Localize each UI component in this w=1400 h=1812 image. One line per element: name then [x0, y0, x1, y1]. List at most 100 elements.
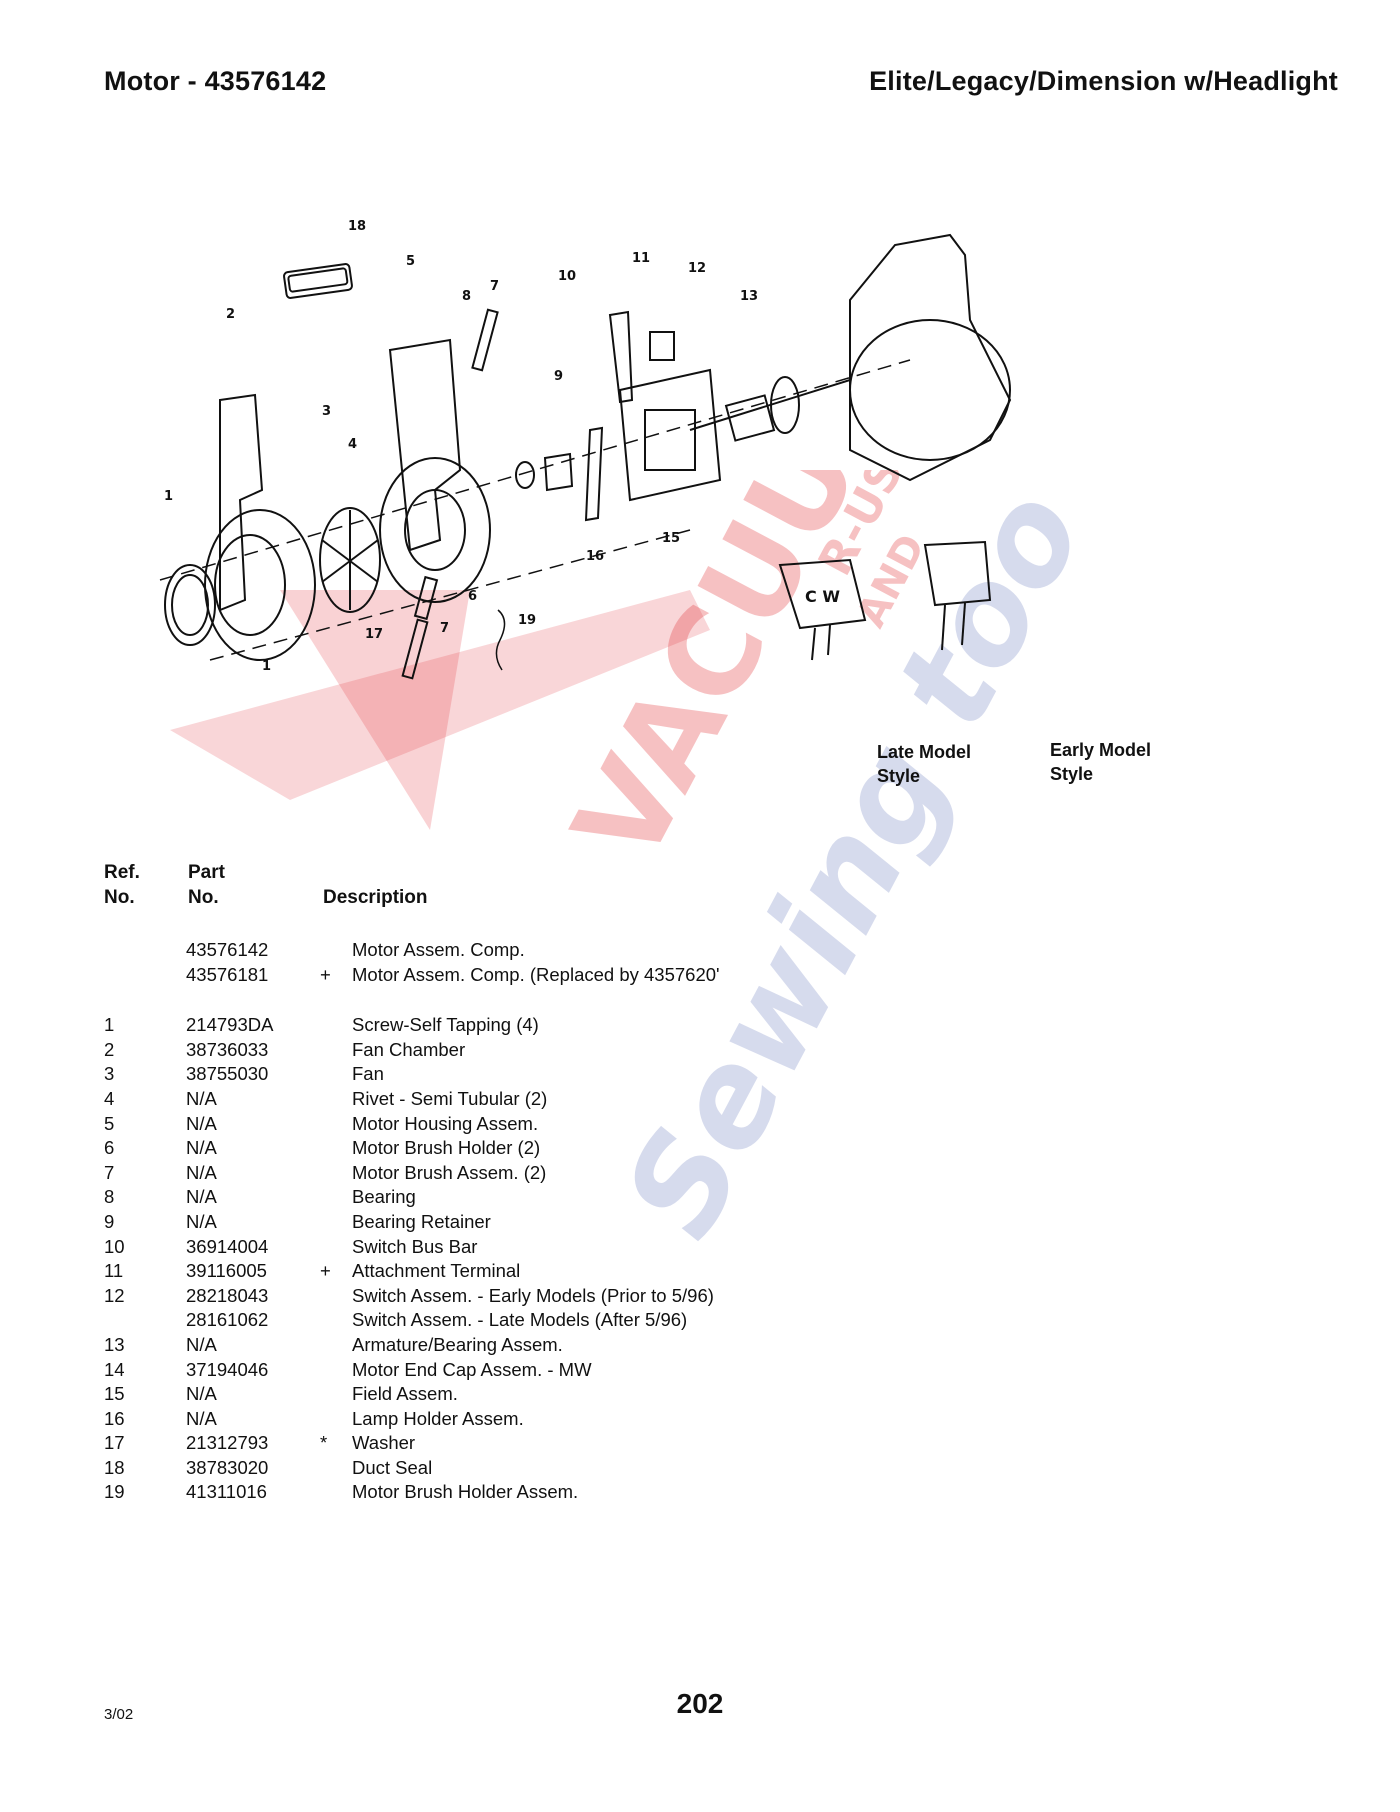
- late-model-style-label: Late Model Style: [877, 740, 971, 788]
- part-cell: 38783020: [186, 1456, 269, 1478]
- switch-bus-bar-part: [608, 310, 634, 404]
- callout-19: 19: [518, 613, 536, 628]
- desc-cell: Switch Bus Bar: [352, 1235, 478, 1257]
- part-cell: 214793DA: [186, 1014, 274, 1036]
- callout-1: 1: [164, 489, 173, 504]
- revision-date: 3/02: [104, 1706, 134, 1723]
- table-row: 3 38755030 Fan: [104, 1062, 1004, 1087]
- desc-cell: Switch Assem. - Early Models (Prior to 5…: [352, 1284, 714, 1306]
- page-number: 202: [676, 1688, 724, 1719]
- brace-19: [495, 609, 506, 671]
- brush-part: [401, 618, 429, 680]
- callout-6: 6: [468, 589, 477, 604]
- ref-cell: 3: [104, 1063, 115, 1085]
- ref-cell: 15: [104, 1383, 125, 1405]
- part-cell: 38755030: [186, 1063, 269, 1085]
- motor-exploded-diagram: C W 1 1 2 3 4 5 6 7 7 8 9 10 11 12 13 14…: [159, 200, 1012, 680]
- table-row: 13 N/A Armature/Bearing Assem.: [104, 1333, 1004, 1358]
- callout-18: 18: [348, 219, 366, 234]
- late-model-label-line-1: Late Model: [877, 742, 972, 762]
- mark-cell: +: [320, 1260, 331, 1282]
- ref-cell: 13: [104, 1333, 125, 1355]
- part-cell: 39116005: [186, 1260, 267, 1282]
- desc-cell: Screw-Self Tapping (4): [352, 1014, 539, 1036]
- ref-header-line-2: No.: [104, 887, 135, 908]
- part-cell: N/A: [186, 1186, 217, 1208]
- callout-7b: 7: [440, 621, 449, 636]
- ref-cell: 11: [104, 1260, 124, 1282]
- desc-cell: Motor End Cap Assem. - MW: [352, 1358, 592, 1380]
- ref-cell: 12: [104, 1284, 125, 1306]
- part-cell: 43576142: [186, 939, 269, 960]
- part-header-line-2: No.: [188, 887, 219, 908]
- callout-4: 4: [348, 437, 357, 452]
- callout-16: 16: [586, 549, 604, 564]
- bearing-retainer-part: [543, 452, 574, 492]
- assembly-row: 43576142 Motor Assem. Comp.: [104, 938, 1004, 963]
- page-title: Motor - 43576142: [104, 66, 327, 96]
- late-model-switch: [778, 558, 867, 630]
- early-model-label-line-2: Style: [1050, 764, 1094, 784]
- part-cell: 38736033: [186, 1038, 269, 1060]
- part-cell: N/A: [186, 1407, 217, 1429]
- desc-cell: Armature/Bearing Assem.: [352, 1333, 563, 1355]
- part-cell: 43576181: [186, 963, 269, 985]
- ref-no-header: Ref. No.: [104, 860, 140, 910]
- field-assembly-part: [618, 368, 722, 502]
- callout-8: 8: [462, 289, 471, 304]
- desc-cell: Rivet - Semi Tubular (2): [352, 1087, 548, 1109]
- desc-cell: Motor Assem. Comp.: [352, 939, 525, 960]
- ref-cell: 16: [104, 1407, 125, 1429]
- parts-list: 43576142 Motor Assem. Comp. 43576181 + M…: [104, 938, 1004, 1505]
- brush-holder-part: [413, 575, 439, 621]
- end-cap-part: [849, 233, 1012, 482]
- late-model-label-line-2: Style: [877, 766, 921, 786]
- motor-housing-part: [388, 338, 462, 552]
- desc-cell: Bearing: [352, 1186, 416, 1208]
- callout-13: 13: [740, 289, 758, 304]
- bearing-part: [515, 461, 535, 489]
- desc-cell: Duct Seal: [352, 1456, 433, 1478]
- part-cell: N/A: [186, 1383, 217, 1405]
- fan-part: [319, 507, 381, 613]
- desc-cell: Fan: [352, 1063, 384, 1085]
- mark-cell: +: [320, 963, 331, 985]
- mark-cell: *: [320, 1432, 328, 1454]
- desc-cell: Field Assem.: [352, 1383, 458, 1405]
- callout-1b: 1: [262, 659, 271, 674]
- axis-line: [159, 359, 911, 581]
- callout-2: 2: [226, 307, 235, 322]
- part-no-header: Part No.: [188, 860, 225, 910]
- part-cell: N/A: [186, 1137, 217, 1159]
- desc-cell: Motor Brush Assem. (2): [352, 1161, 547, 1183]
- ref-cell: 6: [104, 1137, 115, 1159]
- callout-11: 11: [632, 251, 650, 266]
- callout-9: 9: [554, 369, 563, 384]
- ref-cell: 5: [104, 1112, 115, 1134]
- fan-chamber-part: [219, 393, 264, 612]
- table-row: 1 214793DA Screw-Self Tapping (4): [104, 1013, 1004, 1038]
- callout-5: 5: [406, 254, 415, 269]
- desc-cell: Switch Assem. - Late Models (After 5/96): [352, 1309, 688, 1331]
- gasket-ring-part: [164, 564, 216, 646]
- ref-cell: 1: [104, 1014, 115, 1036]
- callout-12: 12: [688, 261, 706, 276]
- part-cell: N/A: [186, 1333, 217, 1355]
- part-cell: 28161062: [186, 1309, 269, 1331]
- ref-cell: 2: [104, 1038, 115, 1060]
- switch-mark-label: C W: [805, 587, 840, 606]
- callout-7: 7: [490, 279, 499, 294]
- early-model-switch: [923, 540, 992, 607]
